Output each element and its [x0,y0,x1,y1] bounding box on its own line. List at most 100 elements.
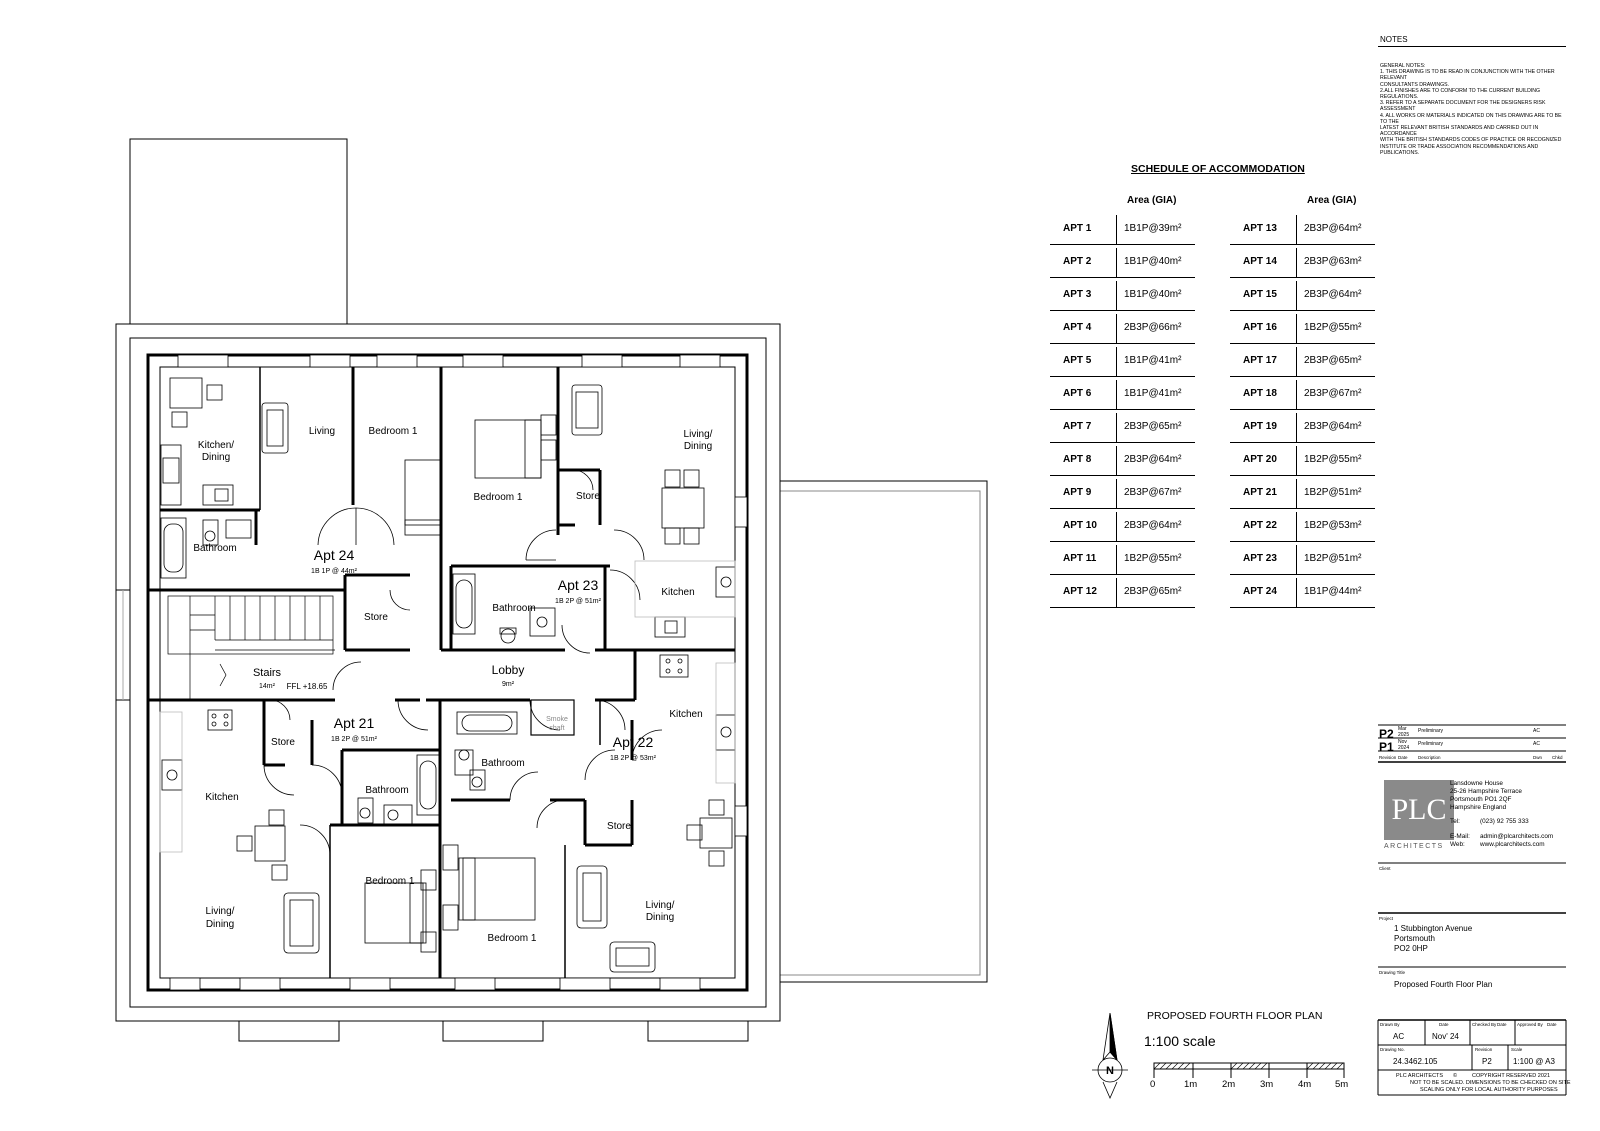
web-label: Web: [1450,841,1465,848]
revision-date: 2025 [1398,732,1410,738]
copyright-practice: PLC ARCHITECTS [1396,1073,1444,1079]
practice-address-line: 25-26 Hampshire Terrace [1450,788,1522,795]
revision-code: P1 [1379,740,1394,754]
revision-date: Nov [1398,739,1407,745]
scale-bar [1153,1062,1345,1078]
schedule-title: SCHEDULE OF ACCOMMODATION [1131,163,1305,175]
schedule-apt-area: 1B1P@44m² [1304,586,1362,597]
schedule-rule [1050,607,1195,608]
schedule-apt-area: 1B1P@41m² [1124,355,1182,366]
schedule-row: APT 2 1B1P@40m² [1050,248,1195,278]
project-label: Project [1379,916,1394,921]
schedule-rule [1230,244,1375,245]
schedule-divider [1296,446,1297,476]
apt22-sub: 1B 2P @ 53m² [610,755,657,762]
schedule-divider [1296,545,1297,575]
general-notes: GENERAL NOTES: 1. THIS DRAWING IS TO BE … [1380,63,1570,156]
plc-logo-sub: ARCHITECTS [1384,843,1444,850]
smoke-shaft-l1: Smoke [546,716,568,723]
general-note-line: WITH THE BRITISH STANDARDS CODES OF PRAC… [1380,137,1562,144]
drawn-by: AC [1393,1032,1405,1041]
room-kitchen-23: Kitchen [661,587,694,598]
room-living-dining-21-l1: Living/ [206,906,235,917]
plan-scale: 1:100 scale [1144,1033,1216,1049]
copyright-reserved: COPYRIGHT RESERVED 2021 [1472,1073,1551,1079]
notes-divider [1378,46,1566,47]
revision-label: Revision [1475,1047,1493,1052]
schedule-divider [1116,413,1117,443]
schedule-apt-area: 1B1P@39m² [1124,223,1182,234]
room-stairs: Stairs [253,667,282,679]
plan-title: PROPOSED FOURTH FLOOR PLAN [1147,1010,1323,1022]
schedule-rule [1230,343,1375,344]
date-header: Date [1398,755,1408,760]
schedule-apt-label: APT 5 [1063,355,1092,366]
schedule-apt-area: 2B3P@64m² [1304,289,1362,300]
schedule-rule [1230,475,1375,476]
room-lobby-area: 9m² [502,681,515,688]
schedule-rule [1230,376,1375,377]
schedule-rule [1230,508,1375,509]
smoke-shaft-box [530,699,575,736]
apt22-name: Apt 22 [613,734,654,750]
schedule-divider [1116,479,1117,509]
apt21-sub: 1B 2P @ 51m² [331,736,378,743]
schedule-apt-area: 2B3P@64m² [1304,421,1362,432]
schedule-apt-area: 1B1P@40m² [1124,256,1182,267]
copyright-symbol: © [1453,1073,1458,1079]
schedule-apt-area: 2B3P@66m² [1124,322,1182,333]
revision-description: Preliminary [1418,741,1444,747]
email-label: E-Mail: [1450,833,1470,840]
apt23-sub: 1B 2P @ 51m² [555,598,602,605]
schedule-rule [1230,310,1375,311]
schedule-rule [1230,277,1375,278]
room-kitchen-dining-24-l2: Dining [202,452,230,463]
slab-inner-outline [129,337,767,1008]
practice-address-line: Portsmouth PO1 2QF [1450,796,1512,803]
schedule-apt-area: 2B3P@67m² [1124,487,1182,498]
general-note-line: 2.ALL FINISHES ARE TO CONFORM TO THE CUR… [1380,87,1541,101]
drawn-by-label: Drawn By [1380,1022,1400,1027]
client-label: Client [1379,866,1391,871]
web-link[interactable]: www.plcarchitects.com [1480,841,1545,848]
schedule-apt-area: 2B3P@65m² [1304,355,1362,366]
schedule-divider [1296,479,1297,509]
copyright-line: NOT TO BE SCALED. DIMENSIONS TO BE CHECK… [1410,1080,1571,1086]
room-store-24: Store [364,612,388,623]
general-note-line: 4. ALL WORKS OR MATERIALS INDICATED ON T… [1380,112,1562,125]
building-external-wall [146,353,749,992]
schedule-apt-area: 1B2P@55m² [1304,322,1362,333]
schedule-divider [1116,347,1117,377]
email-link[interactable]: admin@plcarchitects.com [1480,833,1554,840]
checked-header: Chkd [1552,755,1563,760]
schedule-apt-label: APT 21 [1243,487,1277,498]
schedule-apt-area: 2B3P@65m² [1124,586,1182,597]
scale-label-tb: Scale [1511,1047,1523,1052]
plc-logo: PLC [1384,780,1454,840]
schedule-apt-label: APT 1 [1063,223,1092,234]
schedule-apt-label: APT 2 [1063,256,1092,267]
schedule-rule [1050,244,1195,245]
description-header: Description [1418,755,1441,760]
schedule-apt-label: APT 20 [1243,454,1277,465]
copyright-line: SCALING ONLY FOR LOCAL AUTHORITY PURPOSE… [1420,1087,1558,1093]
schedule-apt-label: APT 24 [1243,586,1277,597]
room-bathroom-22: Bathroom [481,758,524,769]
north-arrow-icon [1092,1012,1128,1099]
schedule-apt-area: 2B3P@64m² [1304,223,1362,234]
notes-title: NOTES [1380,35,1408,44]
drawing-no: 24.3462.105 [1393,1057,1438,1066]
footing-2 [442,1020,544,1042]
schedule-apt-label: APT 4 [1063,322,1092,333]
drawing-title-label: Drawing Title [1379,970,1406,975]
schedule-divider [1296,248,1297,278]
approved-by-label: Approved By [1517,1022,1543,1027]
